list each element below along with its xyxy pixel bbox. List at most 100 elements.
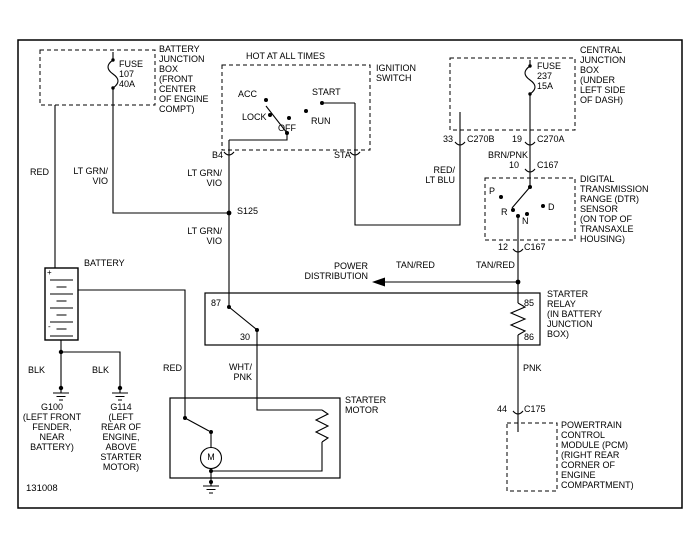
pin-44-label: 44: [497, 404, 508, 414]
pin-12-label: 12: [498, 242, 509, 252]
wire-red-lt-blu: [354, 103, 461, 226]
starter-contact-blade: [184, 417, 210, 432]
ground-g114-desc: (LEFT REAR OF ENGINE, ABOVE STARTER MOTO…: [100, 412, 142, 472]
wire-lines: [54, 88, 531, 486]
wire-label-lt-grn-vio-b: LT GRN/ VIO: [187, 168, 222, 188]
wire-label-brn-pnk: BRN/PNK: [488, 150, 529, 160]
ignition-switch-arm: [265, 105, 288, 134]
wire-label-pnk: PNK: [523, 363, 542, 373]
starter-motor-label: STARTER MOTOR: [345, 395, 387, 415]
terminal-b4-icon: [223, 151, 235, 156]
dtr-contact-n: [525, 212, 529, 216]
connector-symbols: [223, 141, 536, 415]
wire-label-blk-g114: BLK: [92, 365, 110, 375]
starter-relay-label: STARTER RELAY (IN BATTERY JUNCTION BOX): [547, 289, 603, 339]
hot-at-all-times-label: HOT AT ALL TIMES: [246, 51, 326, 61]
dtr-sensor-label: DIGITAL TRANSMISSION RANGE (DTR) SENSOR …: [580, 174, 649, 244]
dtr-pos-p: P: [489, 186, 496, 196]
relay-pin-30-label: 30: [240, 332, 251, 342]
terminal-sta-icon: [349, 151, 361, 156]
tan-red-junction-dot: [515, 279, 521, 285]
pin-33-label: 33: [443, 134, 454, 144]
battery-label: BATTERY: [84, 258, 125, 268]
pin-10-label: 10: [509, 160, 520, 170]
ground-g100-name: G100: [40, 402, 64, 412]
dtr-contact-p: [499, 195, 503, 199]
wire-label-lt-grn-vio-a: LT GRN/ VIO: [73, 166, 108, 186]
fuse-237-label: FUSE 237 15A: [537, 61, 562, 91]
wire-label-wht-pnk: WHT/ PNK: [229, 362, 252, 382]
diagram-frame: [17, 39, 683, 509]
ign-contact-lock: [268, 113, 272, 117]
ign-pivot: [285, 131, 289, 135]
battery-junction-box: [39, 49, 156, 106]
ign-pos-start: START: [312, 87, 341, 97]
fuse-107-icon: [107, 52, 119, 90]
wire-blk-g114: [61, 351, 121, 388]
dtr-pos-r: R: [501, 207, 508, 217]
terminal-sta-label: STA: [334, 150, 351, 160]
wire-label-lt-grn-vio-c: LT GRN/ VIO: [187, 226, 222, 246]
motor-icon: [199, 446, 223, 470]
ign-contact-start: [320, 101, 324, 105]
junction-dots: [58, 98, 545, 473]
ign-pos-run: RUN: [311, 116, 331, 126]
pcm-box: [506, 422, 558, 492]
connector-c270a-label: C270A: [537, 134, 565, 144]
ground-g114-name: G114: [110, 402, 132, 412]
dtr-pos-n: N: [522, 216, 529, 226]
connector-c167-top-label: C167: [537, 160, 559, 170]
ign-pos-acc: ACC: [238, 89, 258, 99]
connector-c270b-label: C270B: [467, 134, 495, 144]
fuse-107-label: FUSE 107 40A: [119, 59, 144, 89]
dtr-contact-d: [541, 204, 545, 208]
motor-m-label: M: [207, 452, 215, 462]
ignition-switch-box: [221, 64, 371, 151]
ground-g100-icon: [53, 385, 69, 401]
ground-g114-icon: [112, 385, 128, 401]
splice-s125-label: S125: [237, 206, 259, 216]
battery-cells-icon: [50, 279, 73, 337]
central-junction-box: [449, 57, 576, 131]
wire-label-tan-red-left: TAN/RED: [396, 260, 435, 270]
battery-plus-label: +: [47, 268, 52, 277]
relay-pin-87-label: 87: [211, 298, 222, 308]
connector-c175-label: C175: [524, 404, 546, 414]
ground-g100-desc: (LEFT FRONT FENDER, NEAR BATTERY): [22, 412, 82, 452]
connector-c270b-icon: [454, 141, 466, 146]
battery-junction-box-label: BATTERY JUNCTION BOX (FRONT CENTER OF EN…: [159, 44, 209, 114]
connector-c167-bottom-label: C167: [524, 242, 546, 252]
wire-red-starter: [78, 289, 186, 418]
wire-label-red-lt-blu: RED/ LT BLU: [425, 165, 455, 185]
terminal-b4-label: B4: [212, 150, 224, 160]
dtr-switch-arm: [511, 186, 531, 209]
power-distribution-label: POWER DISTRIBUTION: [304, 261, 368, 281]
relay-coil-icon: [509, 302, 527, 336]
splice-s125-dot: [226, 210, 232, 216]
ign-pos-lock: LOCK: [242, 112, 267, 122]
ign-pos-off: OFF: [278, 123, 296, 133]
ign-contact-run: [304, 109, 308, 113]
pcm-label: POWERTRAIN CONTROL MODULE (PCM) (RIGHT R…: [561, 420, 634, 490]
wire-label-tan-red-right: TAN/RED: [476, 260, 515, 270]
wire-label-red-starter: RED: [162, 363, 182, 373]
starter-solenoid-coil-icon: [314, 409, 330, 443]
ignition-internal-link: [229, 133, 288, 141]
ground-starter-icon: [203, 480, 219, 494]
wire-lt-grn-vio-fuse: [112, 88, 229, 214]
solenoid-return-line: [211, 442, 323, 472]
connector-c167-bottom-icon: [512, 248, 524, 253]
starter-motor-box: [169, 397, 341, 479]
fuse-237-icon: [524, 60, 536, 96]
wire-label-red-battery: RED: [30, 167, 50, 177]
ign-contact-acc: [264, 98, 268, 102]
connector-c175-icon: [512, 410, 524, 415]
wire-label-blk-g100: BLK: [28, 365, 46, 375]
central-junction-box-label: CENTRAL JUNCTION BOX (UNDER LEFT SIDE OF…: [580, 45, 626, 105]
connector-c270a-icon: [524, 141, 536, 146]
pin-19-label: 19: [512, 134, 523, 144]
dtr-pos-d: D: [548, 202, 555, 212]
power-distribution-arrow: [372, 277, 385, 287]
